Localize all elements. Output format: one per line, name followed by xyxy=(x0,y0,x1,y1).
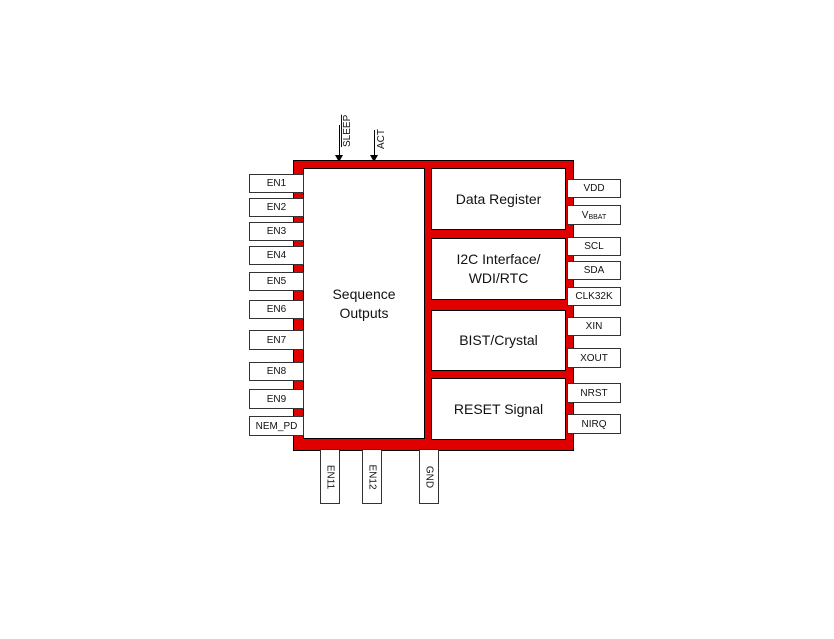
sequence-outputs-block: Sequence Outputs xyxy=(303,168,425,439)
bist-crystal-label: BIST/Crystal xyxy=(459,332,538,348)
pin-gnd: GND xyxy=(419,449,439,504)
act-signal-line xyxy=(374,130,375,156)
pin-en12: EN12 xyxy=(362,449,382,504)
pin-nirq: NIRQ xyxy=(567,414,621,434)
i2c-line2: WDI/RTC xyxy=(468,270,529,286)
pin-en8: EN8 xyxy=(249,362,304,381)
pin-scl: SCL xyxy=(567,237,621,256)
chip-body: Sequence Outputs Data Register I2C Inter… xyxy=(293,160,574,451)
act-arrow-icon xyxy=(370,155,378,162)
sequence-line2: Outputs xyxy=(339,304,389,321)
pin-en9: EN9 xyxy=(249,389,304,409)
pin-en2: EN2 xyxy=(249,198,304,217)
pin-en5: EN5 xyxy=(249,272,304,291)
vbbat-subscript: BBAT xyxy=(588,213,607,221)
pin-xout: XOUT xyxy=(567,348,621,368)
sleep-signal-label: SLEEP xyxy=(342,114,353,147)
pin-en6: EN6 xyxy=(249,300,304,319)
data-register-label: Data Register xyxy=(455,190,542,207)
pin-clk32k: CLK32K xyxy=(567,287,621,306)
pin-sda: SDA xyxy=(567,261,621,280)
reset-signal-block: RESET Signal xyxy=(431,378,566,440)
act-signal-label: ACT xyxy=(376,129,387,149)
pin-nrst: NRST xyxy=(567,383,621,403)
pin-xin: XIN xyxy=(567,317,621,336)
pin-en4: EN4 xyxy=(249,246,304,265)
bist-crystal-block: BIST/Crystal xyxy=(431,310,566,371)
data-register-block: Data Register xyxy=(431,168,566,230)
i2c-interface-block: I2C Interface/ WDI/RTC xyxy=(431,238,566,300)
pin-vdd: VDD xyxy=(567,179,621,198)
i2c-line1: I2C Interface/ xyxy=(456,251,541,267)
vbbat-main: V xyxy=(581,209,589,221)
pin-en7: EN7 xyxy=(249,330,304,350)
sequence-line1: Sequence xyxy=(332,285,396,302)
pin-en1: EN1 xyxy=(249,174,304,193)
pin-nem-pd: NEM_PD xyxy=(249,416,304,436)
pin-en3: EN3 xyxy=(249,222,304,241)
sleep-signal-line xyxy=(339,125,340,156)
sleep-arrow-icon xyxy=(335,155,343,162)
reset-signal-label: RESET Signal xyxy=(453,400,544,417)
pin-en11: EN11 xyxy=(320,449,340,504)
